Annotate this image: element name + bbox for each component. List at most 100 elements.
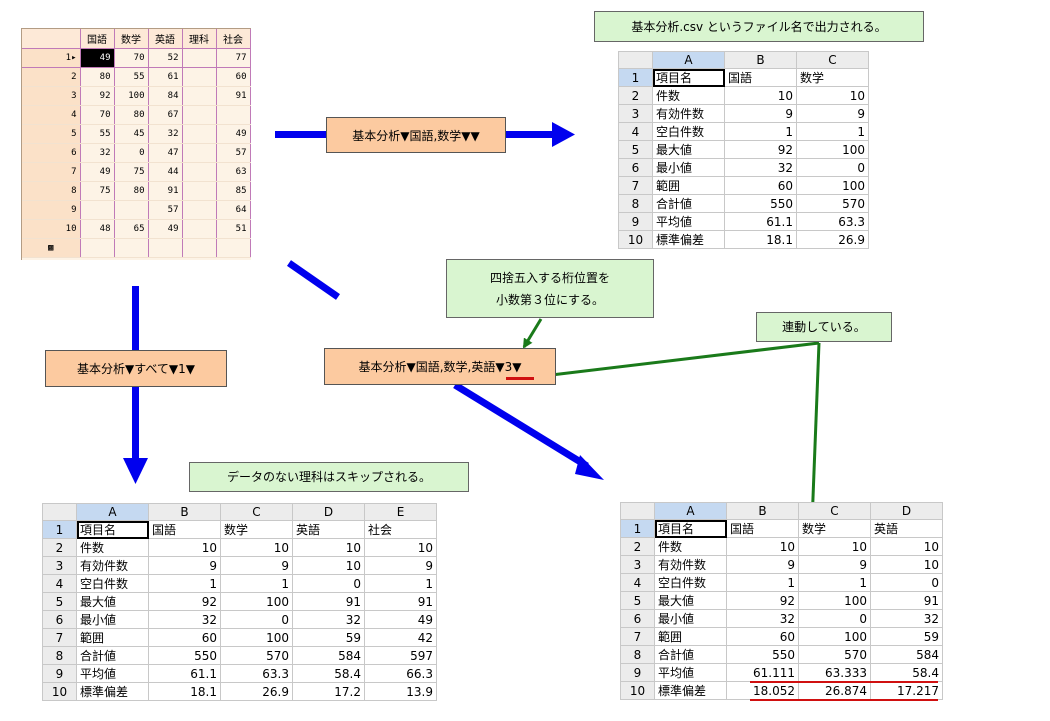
- grid-cell[interactable]: 64: [216, 200, 251, 220]
- sheet-row-number: 5: [42, 592, 77, 611]
- grid-cell[interactable]: 80: [114, 181, 149, 201]
- grid-cell[interactable]: 44: [148, 162, 183, 182]
- note-linked: 連動している。: [756, 312, 892, 342]
- sheet-cell: 100: [220, 628, 293, 647]
- grid-corner[interactable]: [22, 29, 81, 49]
- sheet-row-number: 6: [42, 610, 77, 629]
- grid-cell[interactable]: 49: [216, 124, 251, 144]
- grid-cell[interactable]: [80, 200, 115, 220]
- sheet-cell: 9: [220, 556, 293, 575]
- grid-cell[interactable]: 91: [216, 86, 251, 106]
- grid-cell[interactable]: [182, 162, 217, 182]
- grid-cell[interactable]: [182, 219, 217, 239]
- grid-column-header[interactable]: 数学: [114, 29, 149, 49]
- grid-cell[interactable]: 70: [114, 47, 149, 68]
- grid-cell[interactable]: 85: [216, 181, 251, 201]
- grid-cell[interactable]: [182, 238, 217, 258]
- grid-row-header[interactable]: 3: [22, 86, 81, 106]
- grid-column-header[interactable]: 理科: [182, 29, 217, 49]
- grid-row-header[interactable]: 5: [22, 124, 81, 144]
- sheet-column-header: B: [724, 51, 797, 69]
- grid-cell[interactable]: 80: [80, 67, 115, 87]
- grid-cell[interactable]: 65: [114, 219, 149, 239]
- sheet-cell: 有効件数: [76, 556, 149, 575]
- grid-column-header[interactable]: 国語: [80, 29, 115, 49]
- note-skip: データのない理科はスキップされる。: [189, 462, 469, 492]
- grid-cell[interactable]: [182, 200, 217, 220]
- sheet-cell: 92: [726, 591, 799, 610]
- sheet-cell: 584: [292, 646, 365, 665]
- grid-cell[interactable]: 60: [216, 67, 251, 87]
- sheet-cell: 597: [364, 646, 437, 665]
- grid-row-header[interactable]: 2: [22, 67, 81, 87]
- sheet-cell: 100: [220, 592, 293, 611]
- grid-cell[interactable]: [148, 238, 183, 258]
- grid-cell[interactable]: [114, 238, 149, 258]
- new-row-icon[interactable]: ▩: [22, 238, 81, 258]
- grid-cell[interactable]: 55: [80, 124, 115, 144]
- grid-cell[interactable]: 32: [148, 124, 183, 144]
- grid-cell[interactable]: [182, 67, 217, 87]
- grid-cell[interactable]: 92: [80, 86, 115, 106]
- sheet-cell: 32: [726, 609, 799, 628]
- grid-cell[interactable]: 75: [114, 162, 149, 182]
- grid-cell[interactable]: 100: [114, 86, 149, 106]
- grid-cell[interactable]: [80, 238, 115, 258]
- grid-cell[interactable]: 77: [216, 47, 251, 68]
- grid-cell[interactable]: 45: [114, 124, 149, 144]
- grid-cell[interactable]: 47: [148, 143, 183, 163]
- note-csv-output: 基本分析.csv というファイル名で出力される。: [594, 11, 924, 42]
- grid-cell[interactable]: 55: [114, 67, 149, 87]
- grid-cell[interactable]: [216, 238, 251, 258]
- grid-cell[interactable]: 57: [148, 200, 183, 220]
- grid-row-header[interactable]: 8: [22, 181, 81, 201]
- grid-row-header[interactable]: 6: [22, 143, 81, 163]
- grid-row-header[interactable]: 9: [22, 200, 81, 220]
- grid-row-header[interactable]: 7: [22, 162, 81, 182]
- grid-cell[interactable]: 61: [148, 67, 183, 87]
- arrow-to-rounded-sheet: [287, 260, 604, 480]
- grid-cell[interactable]: 49: [80, 47, 115, 68]
- grid-column-header[interactable]: 英語: [148, 29, 183, 49]
- sheet-column-header: A: [76, 503, 149, 521]
- grid-cell[interactable]: [182, 181, 217, 201]
- sheet-cell: 空白件数: [652, 122, 725, 141]
- grid-cell[interactable]: 57: [216, 143, 251, 163]
- sheet-cell: 61.1: [148, 664, 221, 683]
- sheet-row-number: 9: [42, 664, 77, 683]
- grid-cell[interactable]: 80: [114, 105, 149, 125]
- grid-cell[interactable]: 32: [80, 143, 115, 163]
- grid-cell[interactable]: [182, 47, 217, 68]
- grid-cell[interactable]: [182, 124, 217, 144]
- grid-cell[interactable]: 48: [80, 219, 115, 239]
- grid-cell[interactable]: 51: [216, 219, 251, 239]
- grid-cell[interactable]: 75: [80, 181, 115, 201]
- grid-cell[interactable]: 91: [148, 181, 183, 201]
- grid-row-header[interactable]: 4: [22, 105, 81, 125]
- sheet-cell: 最大値: [654, 591, 727, 610]
- grid-cell[interactable]: 52: [148, 47, 183, 68]
- grid-column-header[interactable]: 社会: [216, 29, 251, 49]
- grid-cell[interactable]: [114, 200, 149, 220]
- grid-cell[interactable]: [182, 105, 217, 125]
- grid-cell[interactable]: 63: [216, 162, 251, 182]
- grid-cell[interactable]: [182, 143, 217, 163]
- grid-row-header[interactable]: 10: [22, 219, 81, 239]
- grid-cell[interactable]: 67: [148, 105, 183, 125]
- grid-cell[interactable]: 49: [80, 162, 115, 182]
- grid-row-header[interactable]: 1▸: [22, 47, 81, 68]
- grid-cell[interactable]: 49: [148, 219, 183, 239]
- grid-cell[interactable]: 84: [148, 86, 183, 106]
- grid-cell[interactable]: 70: [80, 105, 115, 125]
- grid-cell[interactable]: 0: [114, 143, 149, 163]
- sheet-cell: 26.874: [798, 681, 871, 700]
- grid-cell[interactable]: [216, 105, 251, 125]
- grid-cell[interactable]: [182, 86, 217, 106]
- sheet-row-number: 1: [618, 68, 653, 87]
